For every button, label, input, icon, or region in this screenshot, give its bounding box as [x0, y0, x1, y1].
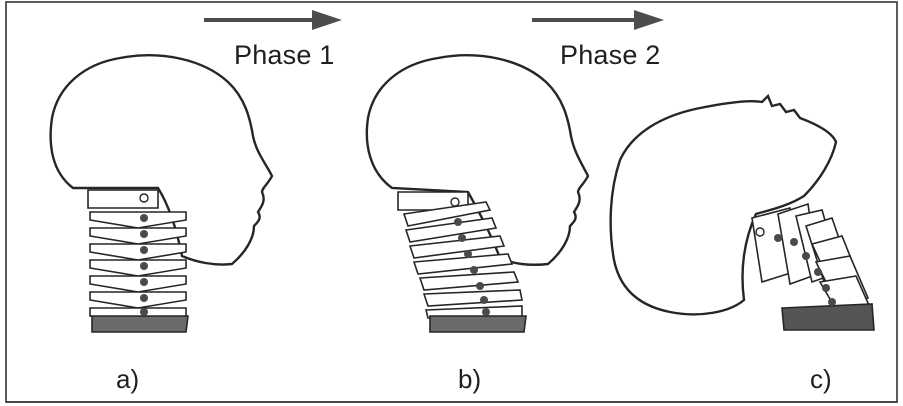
panel-c-label: c) [810, 364, 832, 395]
phase-2-arrow [532, 10, 664, 30]
panel-b-label: b) [458, 364, 481, 395]
vertebra-stack-a [88, 190, 188, 332]
panel-a-label: a) [116, 364, 139, 395]
phase-1-label: Phase 1 [234, 40, 334, 71]
vertebra-stack-c [752, 204, 874, 330]
phase-2-label: Phase 2 [560, 40, 660, 71]
phase-1-arrow [204, 10, 342, 30]
panel-c-head-neck [611, 96, 874, 330]
head-outline-b [367, 55, 588, 264]
panel-a-head-neck [51, 55, 272, 332]
panel-b-head-neck [367, 55, 588, 332]
